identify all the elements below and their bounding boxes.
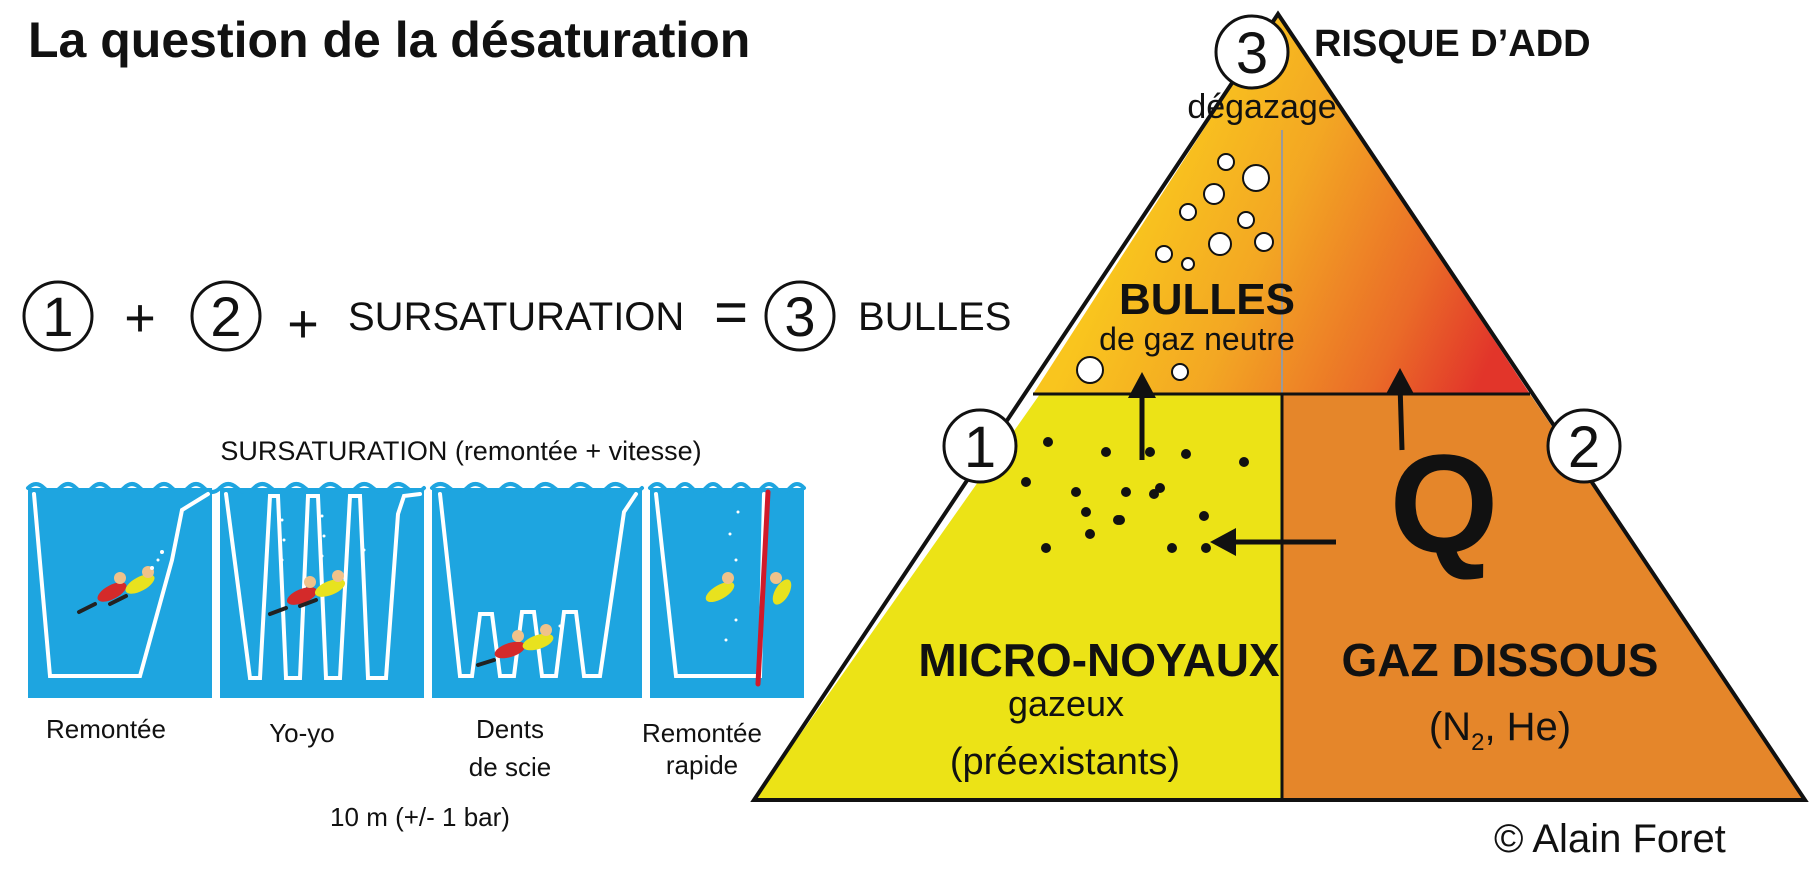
equation-word: SURSATURATION (348, 295, 684, 339)
bubbles-subtitle: de gaz neutre (1099, 321, 1295, 357)
wave-line (430, 482, 644, 494)
circle-3-icon (764, 280, 836, 352)
pyramid-right-number: 2 (1568, 415, 1600, 480)
pyramid-outline (750, 10, 1809, 802)
formula-rest: , He) (1484, 705, 1571, 749)
equation-plus-2: + (287, 294, 319, 354)
profile-panel-yoyo (218, 482, 426, 698)
flow-arrows (1128, 368, 1414, 556)
yoyo-bubbles (280, 514, 366, 562)
micro-nuclei-line2: (préexistants) (950, 741, 1180, 783)
water-panel (432, 488, 642, 698)
formula-sub: 2 (1471, 729, 1484, 756)
circle-2-icon (190, 280, 262, 352)
equation: 1 + 2 + SURSATURATION = 3 BULLES (22, 280, 1011, 354)
arrow-up-right-head (1386, 368, 1414, 394)
gas-bubbles (1076, 153, 1274, 384)
caption-ascent: Remontée (46, 714, 166, 744)
bubbles-title: BULLES (1119, 275, 1295, 324)
micro-nuclei-title: MICRO-NOYAUX (918, 634, 1280, 686)
caption-sawtooth-2: de scie (469, 752, 551, 782)
pyramid-left-section (754, 394, 1282, 800)
equation-equals: = (714, 280, 748, 345)
circle-2-pyramid-icon (1546, 408, 1622, 484)
ascent-bubbles (150, 550, 164, 570)
fast-ascent-line (755, 489, 771, 687)
equation-plus-1: + (124, 288, 156, 348)
divers-icon (705, 572, 792, 605)
caption-yoyo: Yo-yo (269, 718, 335, 748)
arrow-up-left-head (1128, 372, 1156, 398)
pyramid-right-section (1282, 394, 1805, 800)
wave-line (648, 482, 806, 494)
page-title: La question de la désaturation (28, 12, 750, 68)
dissolved-gas-title: GAZ DISSOUS (1342, 634, 1659, 686)
circle-3-pyramid-icon (1214, 14, 1290, 90)
profile-line (438, 492, 638, 678)
copyright: © Alain Foret (1494, 817, 1726, 861)
divers-icon (268, 570, 346, 616)
fast-ascent-bubbles (724, 510, 740, 642)
depth-note: 10 m (+/- 1 bar) (330, 802, 510, 832)
pyramid: 3 RISQUE D’ADD dégazage BULLES de gaz ne… (750, 10, 1809, 802)
profile-panel-sawtooth (430, 482, 644, 698)
divers-icon (77, 566, 155, 614)
caption-fast-ascent-2: rapide (666, 750, 738, 780)
divers-icon (476, 624, 554, 667)
micro-nuclei-line1: gazeux (1008, 683, 1124, 724)
pyramid-left-number: 1 (964, 415, 996, 480)
caption-fast-ascent-1: Remontée (642, 718, 762, 748)
profile-panel-fast-ascent (648, 482, 806, 698)
dissolved-gas-formula: (N2, He) (1429, 705, 1571, 756)
formula-open: (N (1429, 705, 1471, 749)
pyramid-top-number: 3 (1236, 21, 1268, 86)
wave-line (218, 482, 426, 494)
profiles-heading: SURSATURATION (remontée + vitesse) (220, 436, 701, 466)
equation-result: BULLES (858, 295, 1011, 339)
risk-label: RISQUE D’ADD (1314, 23, 1591, 65)
sawtooth-bubbles (476, 624, 562, 634)
caption-sawtooth-1: Dents (476, 714, 544, 744)
arrow-left-head (1210, 528, 1236, 556)
profile-captions: Remontée Yo-yo Dents de scie Remontée ra… (46, 714, 762, 782)
profile-panel-ascent (26, 482, 222, 698)
profile-panels (26, 482, 806, 698)
quantity-letter: Q (1390, 425, 1499, 582)
equation-number-3: 3 (784, 285, 815, 348)
profile-line (32, 492, 210, 678)
circle-1-pyramid-icon (942, 408, 1018, 484)
equation-number-2: 2 (210, 285, 241, 348)
equation-number-1: 1 (42, 285, 73, 348)
circle-1-icon (22, 280, 94, 352)
wave-line (26, 482, 222, 494)
arrow-up-right (1397, 383, 1405, 451)
micro-nuclei-dots (1021, 437, 1249, 553)
degassing-label: dégazage (1187, 88, 1336, 126)
